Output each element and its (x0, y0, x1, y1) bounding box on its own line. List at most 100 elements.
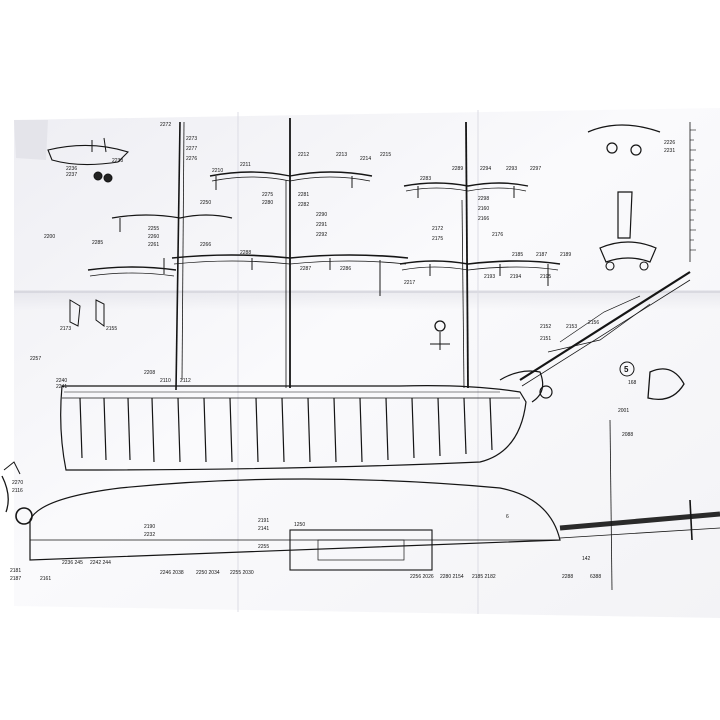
sheet-curl (14, 120, 48, 160)
part-label: 2255 (258, 544, 269, 550)
part-label: 2273 (186, 136, 197, 142)
part-label: 2151 (540, 336, 551, 342)
part-label: 2176 (492, 232, 503, 238)
fold-crease-horizontal (14, 290, 720, 310)
part-label: 2286 (340, 266, 351, 272)
part-label: 2298 (478, 196, 489, 202)
part-label: 2194 (510, 274, 521, 280)
figure-number-circle (619, 361, 635, 377)
part-label: 2297 (530, 166, 541, 172)
part-label: 2261 (148, 242, 159, 248)
part-label: 2088 (622, 432, 633, 438)
part-label: 2001 (618, 408, 629, 414)
part-label: 2281 (298, 192, 309, 198)
part-label: 2110 (160, 378, 171, 384)
part-label: 2255 (148, 226, 159, 232)
part-label: 2232 (144, 532, 155, 538)
part-label: 2226 (664, 140, 675, 146)
part-label: 2285 (92, 240, 103, 246)
boom (559, 511, 720, 531)
part-label: 168 (628, 380, 637, 386)
part-label: 2242 244 (90, 560, 111, 566)
part-label: 2250 (200, 200, 211, 206)
part-label: 2187 (536, 252, 547, 258)
part-label: 2211 (240, 162, 251, 168)
part-label: 2185 (512, 252, 523, 258)
part-label: 2161 (40, 576, 51, 582)
part-label: 2294 (480, 166, 491, 172)
part-label: 2237 (66, 172, 77, 178)
part-label: 2193 (484, 274, 495, 280)
rigging-plan (1, 118, 720, 591)
part-label: 2153 (566, 324, 577, 330)
part-label: 2213 (336, 152, 347, 158)
part-label: 2141 (258, 526, 269, 532)
part-label: 2255 2030 (230, 570, 254, 576)
part-label: 2287 (300, 266, 311, 272)
part-label: 2290 (316, 212, 327, 218)
part-label: 2215 (380, 152, 391, 158)
part-label: 2166 (478, 216, 489, 222)
part-label: 2189 (560, 252, 571, 258)
part-label: 2185 2182 (472, 574, 496, 580)
hatch (289, 529, 433, 571)
part-label: 2283 (420, 176, 431, 182)
bowsprit (519, 271, 691, 381)
part-label: 142 (582, 556, 591, 562)
part-label: 2250 2034 (196, 570, 220, 576)
part-label: 2212 (298, 152, 309, 158)
part-label: 2112 (180, 378, 191, 384)
part-label: 2160 (478, 206, 489, 212)
part-label: 6 (506, 514, 509, 520)
part-label: 2272 (160, 122, 171, 128)
part-label: 2291 (316, 222, 327, 228)
part-label: 2256 2026 (410, 574, 434, 580)
part-label: 6388 (590, 574, 601, 580)
part-label: 2282 (298, 202, 309, 208)
part-label: 2155 (106, 326, 117, 332)
part-labels: 2236 2237 2238 2200 2285 2272 2273 2277 … (10, 122, 675, 582)
part-label: 2270 (12, 480, 23, 486)
part-label: 2277 (186, 146, 197, 152)
part-label: 2241 (56, 384, 67, 390)
plan-sheet (14, 108, 720, 618)
part-label: 2276 (186, 156, 197, 162)
part-label: 2288 (562, 574, 573, 580)
part-label: 2200 (44, 234, 55, 240)
part-label: 2292 (316, 232, 327, 238)
part-label: 2288 (240, 250, 251, 256)
part-label: 2236 245 (62, 560, 83, 566)
part-label: 2236 (66, 166, 77, 172)
part-label: 2187 (10, 576, 21, 582)
part-label: 2175 (432, 236, 443, 242)
rigging-ticks (119, 176, 549, 296)
part-label: 2191 (258, 518, 269, 524)
figure-number: 5 (624, 365, 629, 374)
part-label: 2116 (12, 488, 23, 494)
part-label: 2181 (10, 568, 21, 574)
part-label: 2208 (144, 370, 155, 376)
part-label: 2280 2154 (440, 574, 464, 580)
part-label: 2293 (506, 166, 517, 172)
part-label: 2210 (212, 168, 223, 174)
part-label: 2289 (452, 166, 463, 172)
part-label: 2195 (540, 274, 551, 280)
part-label: 2280 (262, 200, 273, 206)
part-label: 2217 (404, 280, 415, 286)
part-label: 2260 (148, 234, 159, 240)
part-label: 2257 (30, 356, 41, 362)
part-label: 2240 (56, 378, 67, 384)
part-label: 2190 (144, 524, 155, 530)
part-label: 2152 (540, 324, 551, 330)
deck-plan (29, 478, 561, 561)
part-label: 2172 (432, 226, 443, 232)
part-label: 2246 2038 (160, 570, 184, 576)
part-label: 2214 (360, 156, 371, 162)
part-label: 2173 (60, 326, 71, 332)
part-label: 1250 (294, 522, 305, 528)
mizzenmast (465, 121, 469, 389)
hull-profile (60, 385, 527, 471)
part-label: 2156 (588, 320, 599, 326)
part-label: 2266 (200, 242, 211, 248)
